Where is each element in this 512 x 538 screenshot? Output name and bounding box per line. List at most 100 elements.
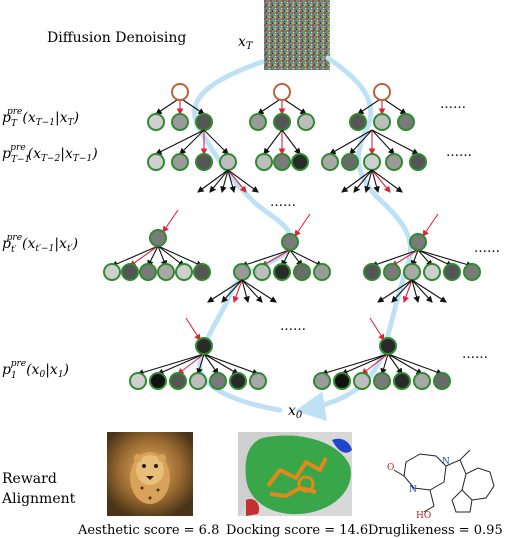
fan-tp-0-5 <box>241 279 277 303</box>
node-1-1-0 <box>313 372 331 390</box>
fan-tp-0-4 <box>241 279 263 303</box>
edge-T1-2-1 <box>349 129 373 155</box>
node-1-1-3 <box>373 372 391 390</box>
edge-tp-0-4 <box>157 245 185 267</box>
molecule-nitrogen-1: N <box>442 457 450 467</box>
diagram-title: Diffusion Denoising <box>47 30 186 46</box>
edge-1-0-5 <box>203 353 239 375</box>
edge-T-1-2 <box>281 97 307 115</box>
edge-T1-0-0 <box>155 129 205 155</box>
ellipsis-5: …… <box>280 319 306 334</box>
node-tp-0-2 <box>139 263 157 281</box>
edge-tp-0-2 <box>147 245 159 267</box>
edge-tp-1-4 <box>289 249 323 267</box>
node-tp-1-4 <box>313 263 331 281</box>
edge-tp-2-5 <box>417 249 474 268</box>
node-tp-2-2 <box>403 263 421 281</box>
fan-T1-1-0 <box>341 169 373 193</box>
node-T-1-2 <box>297 113 315 131</box>
fan-T1-0-4 <box>227 169 247 193</box>
edge-1-0-2 <box>177 353 205 375</box>
edge-1-0-6 <box>203 353 260 376</box>
node-T-2-2 <box>397 113 415 131</box>
fan-T1-1-3 <box>371 169 380 194</box>
node-T-2-1 <box>373 113 391 131</box>
node-1-1-2 <box>353 372 371 390</box>
inarrow-tp-0 <box>162 209 179 233</box>
node-1-1-5 <box>413 372 431 390</box>
node-tp-0-5 <box>193 263 211 281</box>
noise-label: xT <box>238 34 254 52</box>
denoise-path-right <box>295 55 413 422</box>
docking-score: Docking score = 14.6 <box>226 523 368 538</box>
inarrow-tp-2 <box>422 213 439 237</box>
fan-tp-1-4 <box>411 279 433 303</box>
edge-1-1-2 <box>361 353 389 375</box>
level-label-T-1: pT−1pre(xT−2|xT−1) <box>2 143 98 165</box>
fan-tp-0-3 <box>241 279 250 304</box>
denoise-tree <box>103 83 481 390</box>
cheetah-image <box>107 432 193 516</box>
node-T-1-1 <box>273 113 291 131</box>
fan-T1-0-2 <box>220 169 229 194</box>
node-T1-2-0 <box>321 153 339 171</box>
node-tp-2-4 <box>443 263 461 281</box>
edge-T1-2-3 <box>371 129 395 155</box>
node-T-1-0 <box>249 113 267 131</box>
fan-tp-0-2 <box>232 279 243 304</box>
node-tp-1-3 <box>293 263 311 281</box>
aesthetic-score: Aesthetic score = 6.8 <box>77 523 219 538</box>
node-tp-1-0 <box>233 263 251 281</box>
fan-T1-0-1 <box>209 169 229 193</box>
node-T1-2-4 <box>409 153 427 171</box>
edge-1-0-0 <box>136 353 205 376</box>
edge-1-0-1 <box>156 353 205 375</box>
fan-tp-1-1 <box>391 279 413 303</box>
ellipsis-6: …… <box>462 347 488 362</box>
edge-tp-0-3 <box>157 245 168 268</box>
edge-T-2-2 <box>381 97 407 115</box>
edge-1-1-1 <box>340 353 389 375</box>
fan-T1-0-0 <box>197 169 229 193</box>
edge-tp-0-5 <box>157 245 204 267</box>
node-T-0-0 <box>147 113 165 131</box>
edge-tp-0-0 <box>110 245 159 267</box>
inarrow-tp-1 <box>294 213 311 237</box>
fan-tp-1-0 <box>377 279 413 303</box>
root-node-2 <box>373 83 391 101</box>
node-tp-2-0 <box>363 263 381 281</box>
node-1-0-0 <box>129 372 147 390</box>
level-label-T: pTpre(xT−1|xT) <box>2 107 79 129</box>
node-T-0-1 <box>171 113 189 131</box>
ellipsis-2: …… <box>446 145 472 160</box>
ellipsis-3: …… <box>270 195 296 210</box>
node-1-0-2 <box>169 372 187 390</box>
root-node-1 <box>273 83 291 101</box>
docking-image <box>238 432 352 516</box>
node-T1-2-3 <box>385 153 403 171</box>
edge-T1-1-0 <box>263 129 283 155</box>
node-tp-2-3 <box>423 263 441 281</box>
edge-T1-2-0 <box>329 129 373 155</box>
node-1-1-6 <box>433 372 451 390</box>
ellipsis-1: …… <box>440 97 466 112</box>
node-1-0-1 <box>149 372 167 390</box>
node-1-0-5 <box>229 372 247 390</box>
edge-tp-0-1 <box>129 245 159 267</box>
node-1-1-4 <box>393 372 411 390</box>
node-tp-1-1 <box>253 263 271 281</box>
edge-T-2-0 <box>357 97 383 115</box>
node-1-top-0 <box>195 337 213 355</box>
fan-tp-1-5 <box>411 279 447 303</box>
node-T1-0-1 <box>171 153 189 171</box>
level-label-1: p1pre(x0|x1) <box>2 359 69 381</box>
node-T1-0-0 <box>147 153 165 171</box>
fan-T1-1-4 <box>371 169 391 193</box>
molecule-nitrogen-2: N <box>409 485 417 495</box>
node-1-1-1 <box>333 372 351 390</box>
node-tp-top-0 <box>149 229 167 247</box>
node-tp-1-2 <box>273 263 291 281</box>
edge-1-0-3 <box>196 353 205 376</box>
fan-T1-0-3 <box>227 169 236 194</box>
svg-text:pT−1pre(xT−2|xT−1): pT−1pre(xT−2|xT−1) <box>2 143 98 165</box>
